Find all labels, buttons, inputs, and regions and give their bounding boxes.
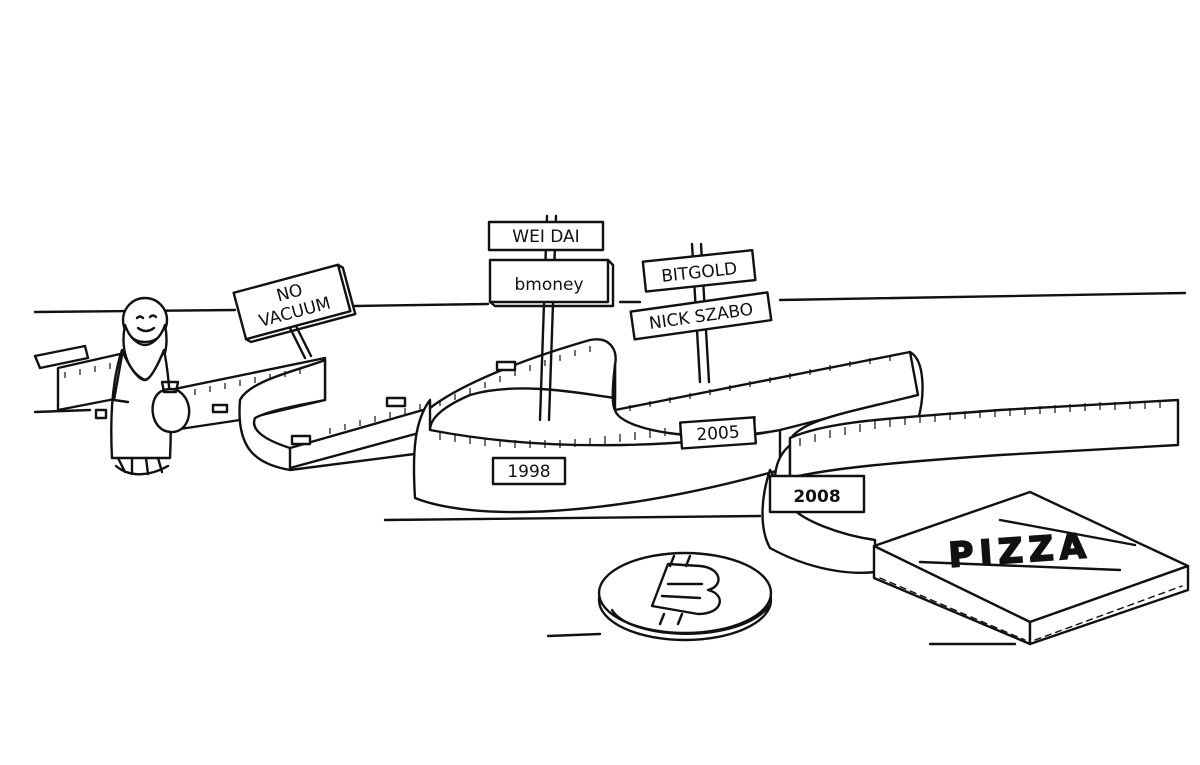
measuring-tape bbox=[33, 338, 1180, 574]
year-2005-label: 2005 bbox=[696, 422, 741, 445]
pizza-box: PIZZA bbox=[872, 490, 1190, 646]
wei-dai-sign: WEI DAI bbox=[512, 227, 579, 247]
year-1998-label: 1998 bbox=[507, 462, 550, 482]
sign-post-wei-dai: WEI DAI bmoney bbox=[487, 214, 615, 422]
horizon-line bbox=[33, 291, 1187, 314]
bitcoin-coin bbox=[597, 551, 773, 642]
bmoney-sign: bmoney bbox=[514, 275, 583, 295]
tape-tick-marks bbox=[64, 346, 1161, 448]
tape-year-labels: 1998 2005 2008 bbox=[491, 416, 866, 514]
ground-lines bbox=[33, 408, 1017, 646]
tape-inch-markers bbox=[94, 360, 517, 446]
year-2008-label: 2008 bbox=[793, 487, 840, 507]
sign-post-bitgold: BITGOLD NICK SZABO bbox=[629, 242, 773, 384]
bearded-figure bbox=[110, 296, 191, 476]
bitcoin-b-icon bbox=[650, 554, 721, 626]
sign-post-no-vacuum: NO VACUUM bbox=[232, 263, 357, 360]
